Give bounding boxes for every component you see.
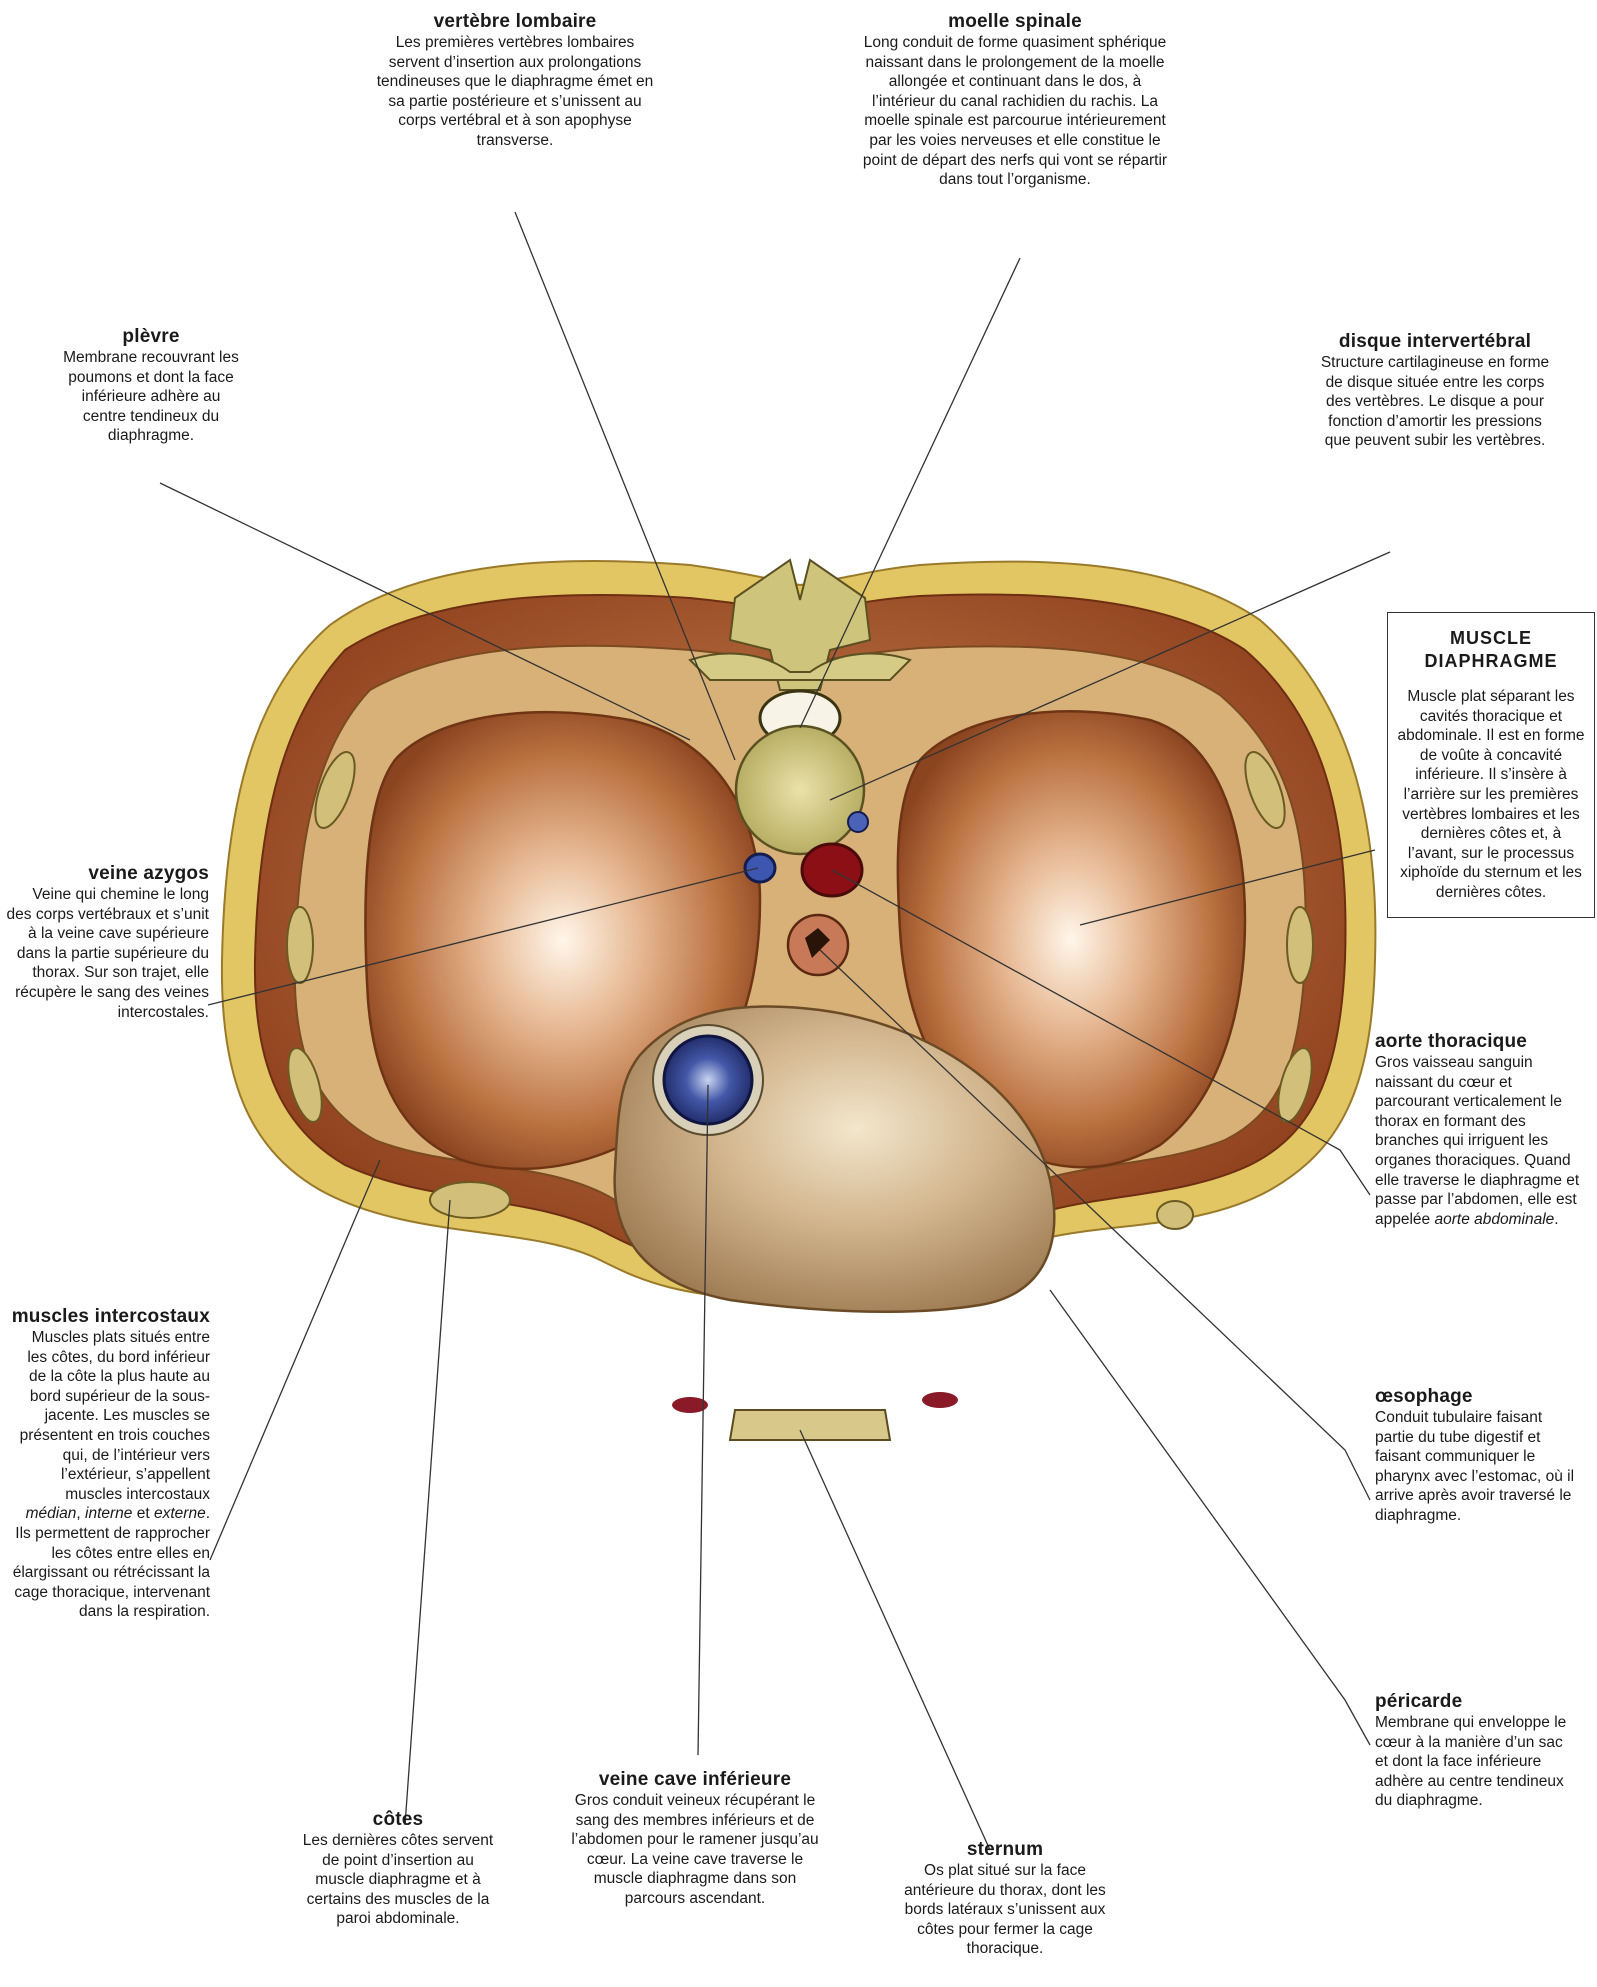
label-intercostal-muscles: muscles intercostaux Muscles plats situé… <box>10 1305 210 1622</box>
small-vessel <box>848 812 868 832</box>
label-title: vertèbre lombaire <box>375 10 655 33</box>
label-text: Les dernières côtes servent de point d’i… <box>298 1831 498 1929</box>
label-title: muscles intercostaux <box>10 1305 210 1328</box>
label-ribs: côtes Les dernières côtes servent de poi… <box>298 1808 498 1929</box>
label-text: Gros conduit veineux récupérant le sang … <box>565 1791 825 1909</box>
label-title: sternum <box>890 1838 1120 1861</box>
label-sternum: sternum Os plat situé sur la face antéri… <box>890 1838 1120 1959</box>
label-lumbar-vertebra: vertèbre lombaire Les premières vertèbre… <box>375 10 655 151</box>
label-text: Veine qui chemine le long des corps vert… <box>4 885 209 1022</box>
label-text: Muscle plat séparant les cavités thoraci… <box>1396 687 1586 903</box>
label-pericardium: péricarde Membrane qui enveloppe le cœur… <box>1375 1690 1570 1811</box>
label-title: côtes <box>298 1808 498 1831</box>
label-text: Conduit tubulaire faisant partie du tube… <box>1375 1408 1575 1526</box>
label-title: disque intervertébral <box>1320 330 1550 353</box>
label-title: MUSCLE DIAPHRAGME <box>1396 627 1586 673</box>
label-inferior-vena-cava: veine cave inférieure Gros conduit veine… <box>565 1768 825 1909</box>
label-text: Les premières vertèbres lombaires serven… <box>375 33 655 151</box>
label-text: Muscles plats situés entre les côtes, du… <box>10 1328 210 1622</box>
label-title: aorte thoracique <box>1375 1030 1585 1053</box>
label-title: œsophage <box>1375 1385 1575 1408</box>
label-text: Gros vaisseau sanguin naissant du cœur e… <box>1375 1053 1585 1229</box>
label-title: péricarde <box>1375 1690 1570 1713</box>
label-text: Os plat situé sur la face antérieure du … <box>890 1861 1120 1959</box>
sternum-section <box>730 1410 890 1440</box>
label-title: veine cave inférieure <box>565 1768 825 1791</box>
label-azygos-vein: veine azygos Veine qui chemine le long d… <box>4 862 209 1022</box>
label-title: moelle spinale <box>860 10 1170 33</box>
label-text: Membrane qui enveloppe le cœur à la mani… <box>1375 1713 1570 1811</box>
label-intervertebral-disc: disque intervertébral Structure cartilag… <box>1320 330 1550 451</box>
azygos-vein-section <box>745 854 775 882</box>
label-pleura: plèvre Membrane recouvrant les poumons e… <box>60 325 242 446</box>
label-spinal-cord: moelle spinale Long conduit de forme qua… <box>860 10 1170 190</box>
label-diaphragm-muscle: MUSCLE DIAPHRAGME Muscle plat séparant l… <box>1387 612 1595 918</box>
label-thoracic-aorta: aorte thoracique Gros vaisseau sanguin n… <box>1375 1030 1585 1229</box>
label-text: Long conduit de forme quasiment sphériqu… <box>860 33 1170 190</box>
label-esophagus: œsophage Conduit tubulaire faisant parti… <box>1375 1385 1575 1526</box>
label-title: plèvre <box>60 325 242 348</box>
label-title: veine azygos <box>4 862 209 885</box>
label-text: Membrane recouvrant les poumons et dont … <box>60 348 242 446</box>
label-text: Structure cartilagineuse en forme de dis… <box>1320 353 1550 451</box>
